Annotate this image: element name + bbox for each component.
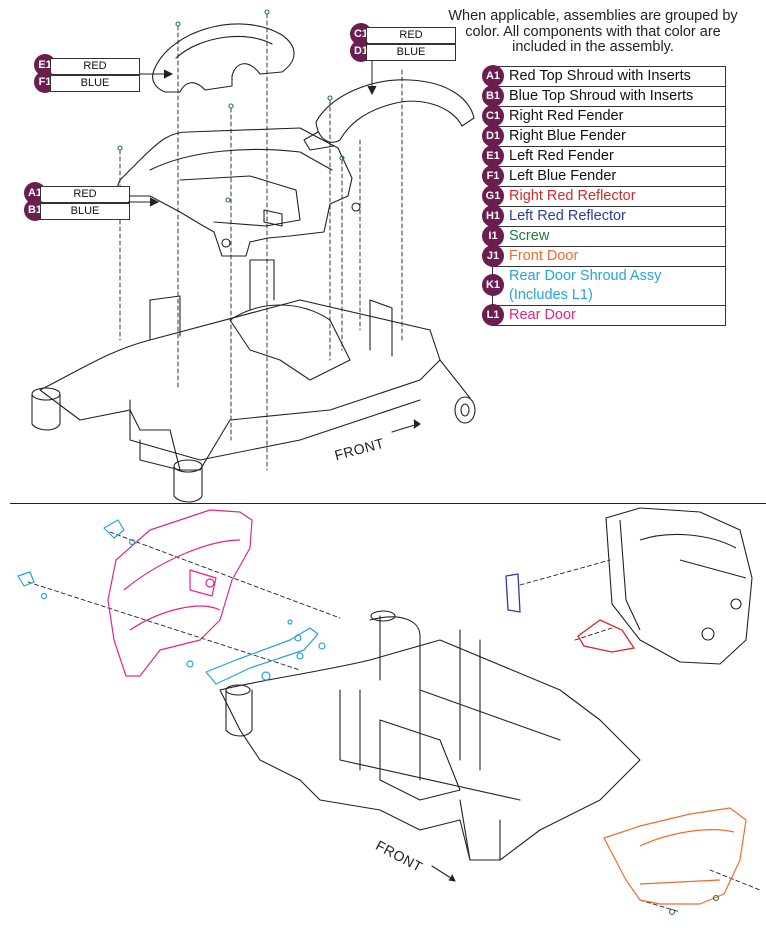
callout-label: BLUE bbox=[366, 44, 456, 61]
rear-door-shape bbox=[107, 509, 253, 677]
legend-badge: J1 bbox=[482, 245, 504, 267]
right-reflector-shape bbox=[577, 619, 636, 653]
legend-label: Front Door bbox=[509, 248, 579, 264]
legend-badge: H1 bbox=[482, 205, 504, 227]
left-reflector-shape bbox=[505, 573, 521, 613]
legend-label: Right Blue Fender bbox=[509, 128, 626, 144]
legend-label: Rear Door Shroud Assy bbox=[509, 268, 662, 284]
legend-label: Left Blue Fender bbox=[509, 168, 617, 184]
assembly-note: When applicable, assemblies are grouped … bbox=[448, 8, 738, 55]
right-fender bbox=[315, 79, 475, 143]
legend-badge: E1 bbox=[482, 145, 504, 167]
legend-label: Rear Door bbox=[509, 307, 576, 323]
legend-item-j1: J1 Front Door bbox=[482, 245, 726, 267]
legend-badge: G1 bbox=[482, 185, 504, 207]
legend-badge: F1 bbox=[482, 165, 504, 187]
legend-label: Right Red Fender bbox=[509, 108, 624, 124]
callout-label: BLUE bbox=[40, 203, 130, 220]
legend-label: Red Top Shroud with Inserts bbox=[509, 68, 691, 84]
legend-item-k1: K1 Rear Door Shroud Assy (Includes L1) bbox=[482, 267, 726, 306]
legend-item-g1: G1 Right Red Reflector bbox=[482, 185, 726, 207]
callout-label: RED bbox=[50, 58, 140, 75]
legend-badge: L1 bbox=[482, 304, 504, 326]
legend-item-e1: E1 Left Red Fender bbox=[482, 145, 726, 167]
legend-item-c1: C1 Right Red Fender bbox=[482, 105, 726, 127]
legend-badge: K1 bbox=[482, 274, 504, 296]
legend-label: Right Red Reflector bbox=[509, 188, 636, 204]
legend-label: Left Red Fender bbox=[509, 148, 614, 164]
legend-badge: I1 bbox=[482, 225, 504, 247]
rear-door-shroud-shape bbox=[17, 519, 326, 685]
legend-badge: D1 bbox=[482, 125, 504, 147]
callout-label: RED bbox=[366, 27, 456, 44]
front-door-shape bbox=[603, 807, 747, 905]
left-fender bbox=[152, 23, 295, 93]
legend-label: Left Red Reflector bbox=[509, 208, 626, 224]
legend-item-d1: D1 Right Blue Fender bbox=[482, 125, 726, 147]
front-shroud-shape bbox=[605, 507, 753, 665]
legend-item-h1: H1 Left Red Reflector bbox=[482, 205, 726, 227]
callout-label: BLUE bbox=[50, 75, 140, 92]
top-shroud bbox=[113, 127, 353, 257]
legend-item-f1: F1 Left Blue Fender bbox=[482, 165, 726, 187]
legend-item-l1: L1 Rear Door bbox=[482, 304, 726, 326]
callout-label: RED bbox=[40, 186, 130, 203]
legend-label-line2: (Includes L1) bbox=[509, 287, 593, 303]
legend-item-a1: A1 Red Top Shroud with Inserts bbox=[482, 65, 726, 87]
legend-badge: C1 bbox=[482, 105, 504, 127]
legend-item-i1: I1 Screw bbox=[482, 225, 726, 247]
legend-label: Blue Top Shroud with Inserts bbox=[509, 88, 694, 104]
legend-item-b1: B1 Blue Top Shroud with Inserts bbox=[482, 85, 726, 107]
screw-markers bbox=[668, 894, 720, 916]
frame-bottom bbox=[219, 639, 641, 861]
section-divider bbox=[10, 503, 766, 504]
legend-badge: A1 bbox=[482, 65, 504, 87]
legend-label: Screw bbox=[509, 228, 550, 244]
legend-badge: B1 bbox=[482, 85, 504, 107]
